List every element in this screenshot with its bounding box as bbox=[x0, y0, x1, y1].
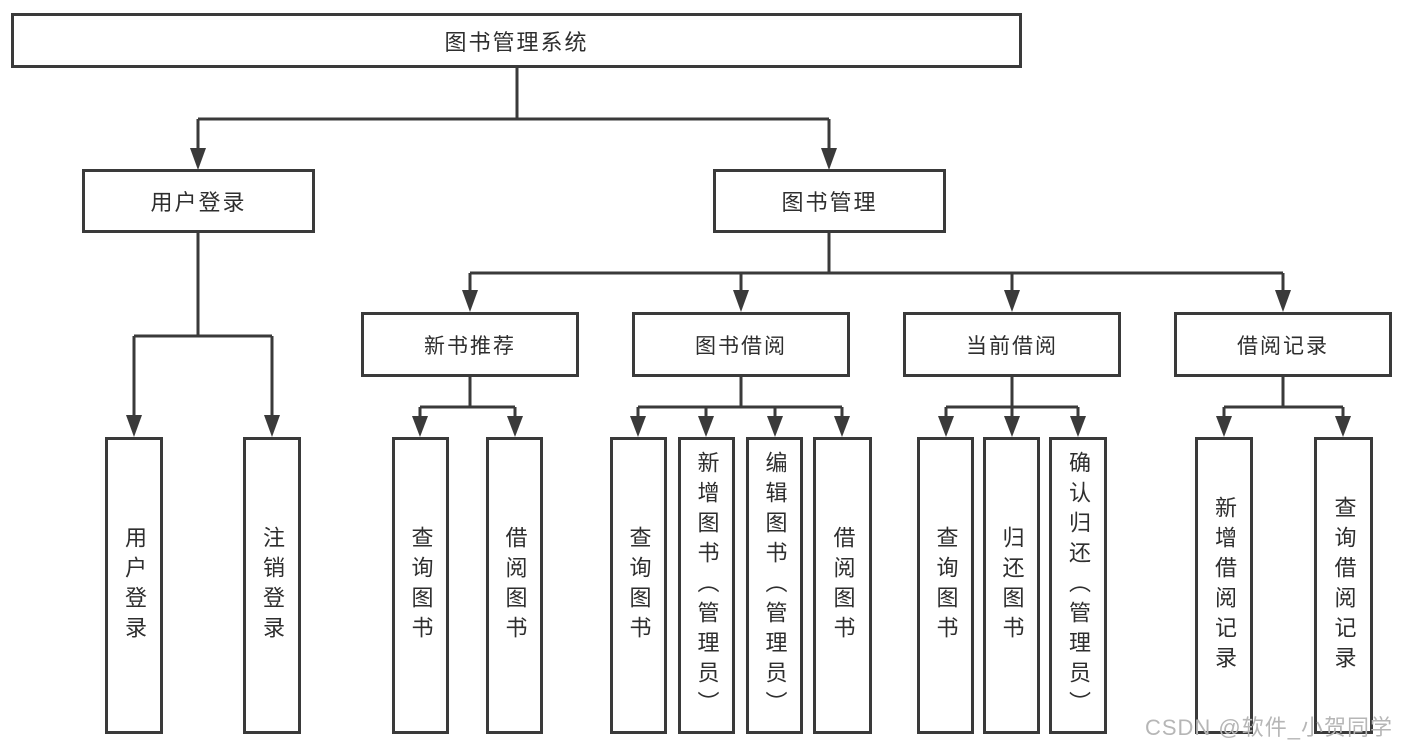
leaf-logout-label: 注销登录 bbox=[260, 525, 285, 646]
leaf-borrow-books-label: 借阅图书 bbox=[830, 525, 856, 646]
leaf-query-books-borrow: 查询图书 bbox=[610, 437, 667, 734]
node-borrow-records: 借阅记录 bbox=[1174, 312, 1392, 377]
leaf-borrow-books-recommend-label: 借阅图书 bbox=[502, 525, 528, 646]
leaf-query-borrow-record-label: 查询借阅记录 bbox=[1331, 495, 1357, 676]
leaf-add-book-admin-label: 新增图书（管理员） bbox=[694, 450, 720, 721]
leaf-logout: 注销登录 bbox=[243, 437, 301, 734]
leaf-edit-book-admin-label: 编辑图书（管理员） bbox=[762, 450, 788, 721]
node-library-management-system: 图书管理系统 bbox=[11, 13, 1022, 68]
leaf-query-borrow-record: 查询借阅记录 bbox=[1314, 437, 1373, 734]
node-user-login: 用户登录 bbox=[82, 169, 315, 233]
leaf-query-books-current: 查询图书 bbox=[917, 437, 974, 734]
arrowheads bbox=[126, 148, 1351, 437]
leaf-edit-book-admin: 编辑图书（管理员） bbox=[746, 437, 803, 734]
leaf-confirm-return-admin: 确认归还（管理员） bbox=[1049, 437, 1107, 734]
node-current-borrow: 当前借阅 bbox=[903, 312, 1121, 377]
leaf-return-book: 归还图书 bbox=[983, 437, 1040, 734]
node-book-management: 图书管理 bbox=[713, 169, 946, 233]
leaf-add-book-admin: 新增图书（管理员） bbox=[678, 437, 735, 734]
leaf-return-book-label: 归还图书 bbox=[999, 525, 1025, 646]
node-book-borrow: 图书借阅 bbox=[632, 312, 850, 377]
leaf-user-login: 用户登录 bbox=[105, 437, 163, 734]
tree-edges bbox=[132, 68, 1345, 419]
leaf-borrow-books-recommend: 借阅图书 bbox=[486, 437, 543, 734]
leaf-add-borrow-record-label: 新增借阅记录 bbox=[1212, 495, 1237, 676]
leaf-confirm-return-admin-label: 确认归还（管理员） bbox=[1066, 450, 1091, 721]
leaf-query-books-borrow-label: 查询图书 bbox=[626, 525, 652, 646]
leaf-query-books-current-label: 查询图书 bbox=[933, 525, 959, 646]
node-new-book-recommend: 新书推荐 bbox=[361, 312, 579, 377]
leaf-borrow-books: 借阅图书 bbox=[813, 437, 872, 734]
leaf-add-borrow-record: 新增借阅记录 bbox=[1195, 437, 1253, 734]
leaf-query-books-recommend-label: 查询图书 bbox=[408, 525, 434, 646]
leaf-query-books-recommend: 查询图书 bbox=[392, 437, 449, 734]
leaf-user-login-label: 用户登录 bbox=[122, 525, 147, 646]
